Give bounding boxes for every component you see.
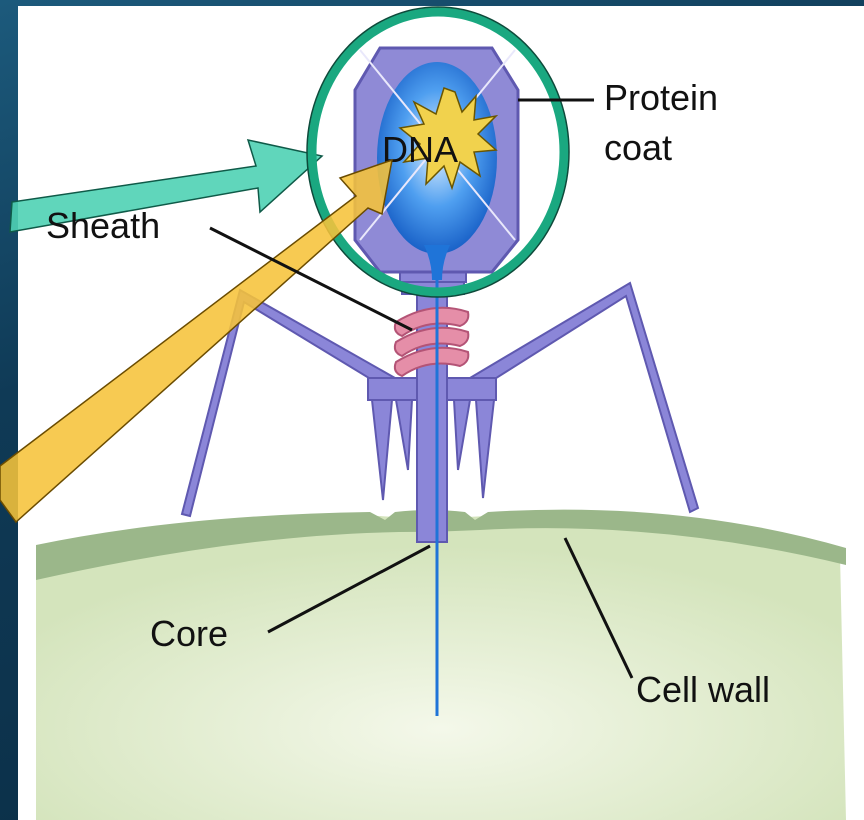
sheath-label: Sheath	[46, 205, 160, 246]
cell-body	[36, 515, 846, 820]
cell-wall-label: Cell wall	[636, 669, 770, 710]
core-label: Core	[150, 613, 228, 654]
dna-label: DNA	[382, 129, 458, 170]
protein-coat-label-line2: coat	[604, 127, 672, 168]
protein-coat-label-line1: Protein	[604, 77, 718, 118]
